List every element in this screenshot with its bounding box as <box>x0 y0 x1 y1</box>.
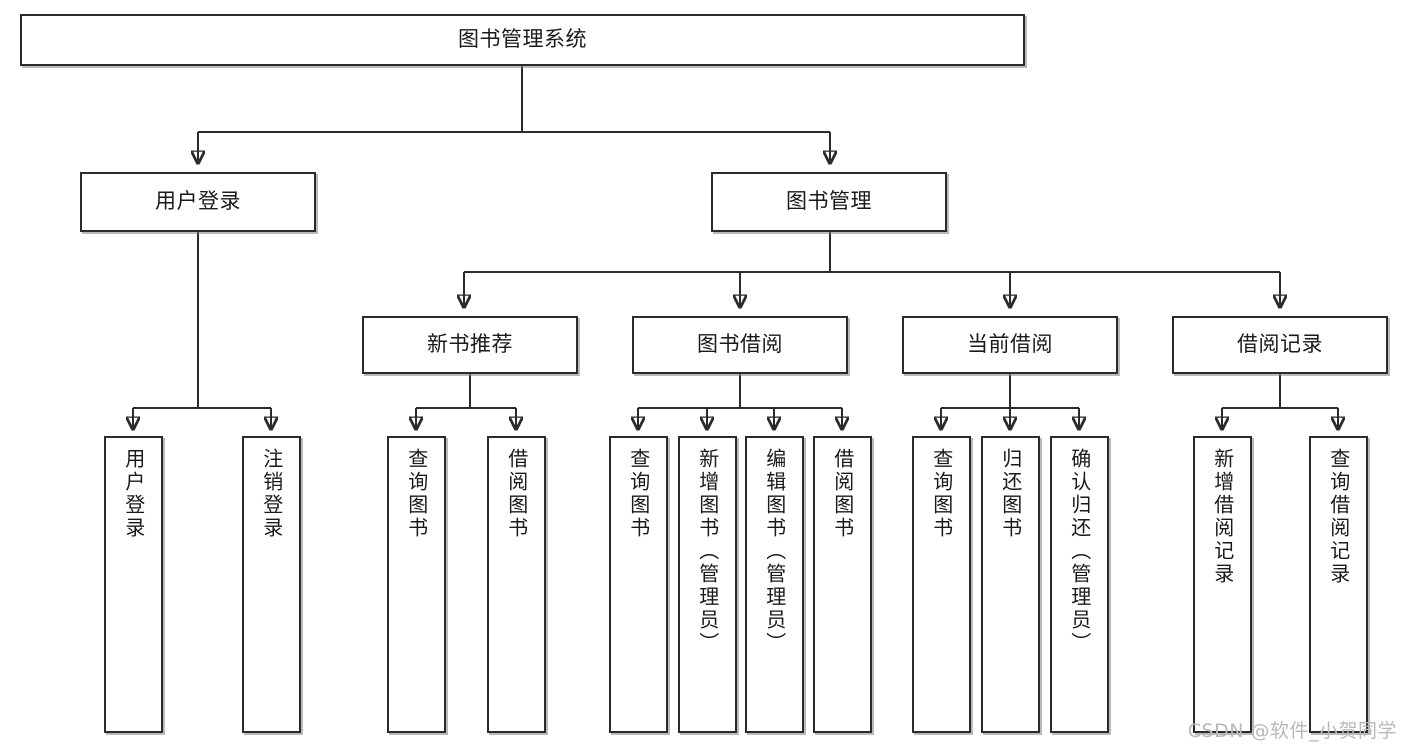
node-root[interactable]: 图书管理系统 <box>20 14 1025 66</box>
node-book-manage[interactable]: 图书管理 <box>711 172 947 232</box>
node-leaf-query-record-label: 查询借阅记录 <box>1326 448 1351 586</box>
node-leaf-query-book-2[interactable]: 查询图书 <box>609 436 668 733</box>
node-new-book-recommend-label: 新书推荐 <box>427 332 513 357</box>
node-leaf-return-book[interactable]: 归还图书 <box>981 436 1040 733</box>
node-leaf-add-record-label: 新增借阅记录 <box>1210 448 1235 586</box>
node-leaf-add-book-label: 新增图书（管理员） <box>695 448 720 655</box>
node-root-label: 图书管理系统 <box>458 27 587 52</box>
node-leaf-borrow-book-1-label: 借阅图书 <box>504 448 529 540</box>
node-leaf-borrow-book-2-label: 借阅图书 <box>830 448 855 540</box>
node-leaf-query-book-3-label: 查询图书 <box>929 448 954 540</box>
node-current-borrow-label: 当前借阅 <box>967 332 1053 357</box>
node-leaf-confirm-return[interactable]: 确认归还（管理员） <box>1050 436 1109 733</box>
node-leaf-confirm-return-label: 确认归还（管理员） <box>1067 448 1092 655</box>
node-current-borrow[interactable]: 当前借阅 <box>902 316 1118 374</box>
node-leaf-add-book[interactable]: 新增图书（管理员） <box>678 436 737 733</box>
node-user-login[interactable]: 用户登录 <box>80 172 316 232</box>
node-leaf-user-login-label: 用户登录 <box>121 448 146 540</box>
node-leaf-edit-book[interactable]: 编辑图书（管理员） <box>745 436 804 733</box>
node-leaf-borrow-book-1[interactable]: 借阅图书 <box>487 436 546 733</box>
node-leaf-query-book-3[interactable]: 查询图书 <box>912 436 971 733</box>
node-leaf-logout-login[interactable]: 注销登录 <box>242 436 301 733</box>
node-leaf-query-record[interactable]: 查询借阅记录 <box>1309 436 1368 733</box>
node-leaf-logout-login-label: 注销登录 <box>259 448 284 540</box>
node-book-borrow[interactable]: 图书借阅 <box>632 316 848 374</box>
node-leaf-edit-book-label: 编辑图书（管理员） <box>762 448 787 655</box>
node-new-book-recommend[interactable]: 新书推荐 <box>362 316 578 374</box>
node-borrow-record-label: 借阅记录 <box>1237 332 1323 357</box>
node-book-manage-label: 图书管理 <box>786 189 872 214</box>
watermark: CSDN @软件_小贺同学 <box>1187 720 1397 742</box>
node-leaf-return-book-label: 归还图书 <box>998 448 1023 540</box>
node-user-login-label: 用户登录 <box>155 189 241 214</box>
node-book-borrow-label: 图书借阅 <box>697 332 783 357</box>
node-leaf-query-book-1[interactable]: 查询图书 <box>387 436 446 733</box>
node-leaf-query-book-2-label: 查询图书 <box>626 448 651 540</box>
node-leaf-borrow-book-2[interactable]: 借阅图书 <box>813 436 872 733</box>
node-leaf-query-book-1-label: 查询图书 <box>404 448 429 540</box>
node-leaf-add-record[interactable]: 新增借阅记录 <box>1193 436 1252 733</box>
node-borrow-record[interactable]: 借阅记录 <box>1172 316 1388 374</box>
node-leaf-user-login[interactable]: 用户登录 <box>104 436 163 733</box>
